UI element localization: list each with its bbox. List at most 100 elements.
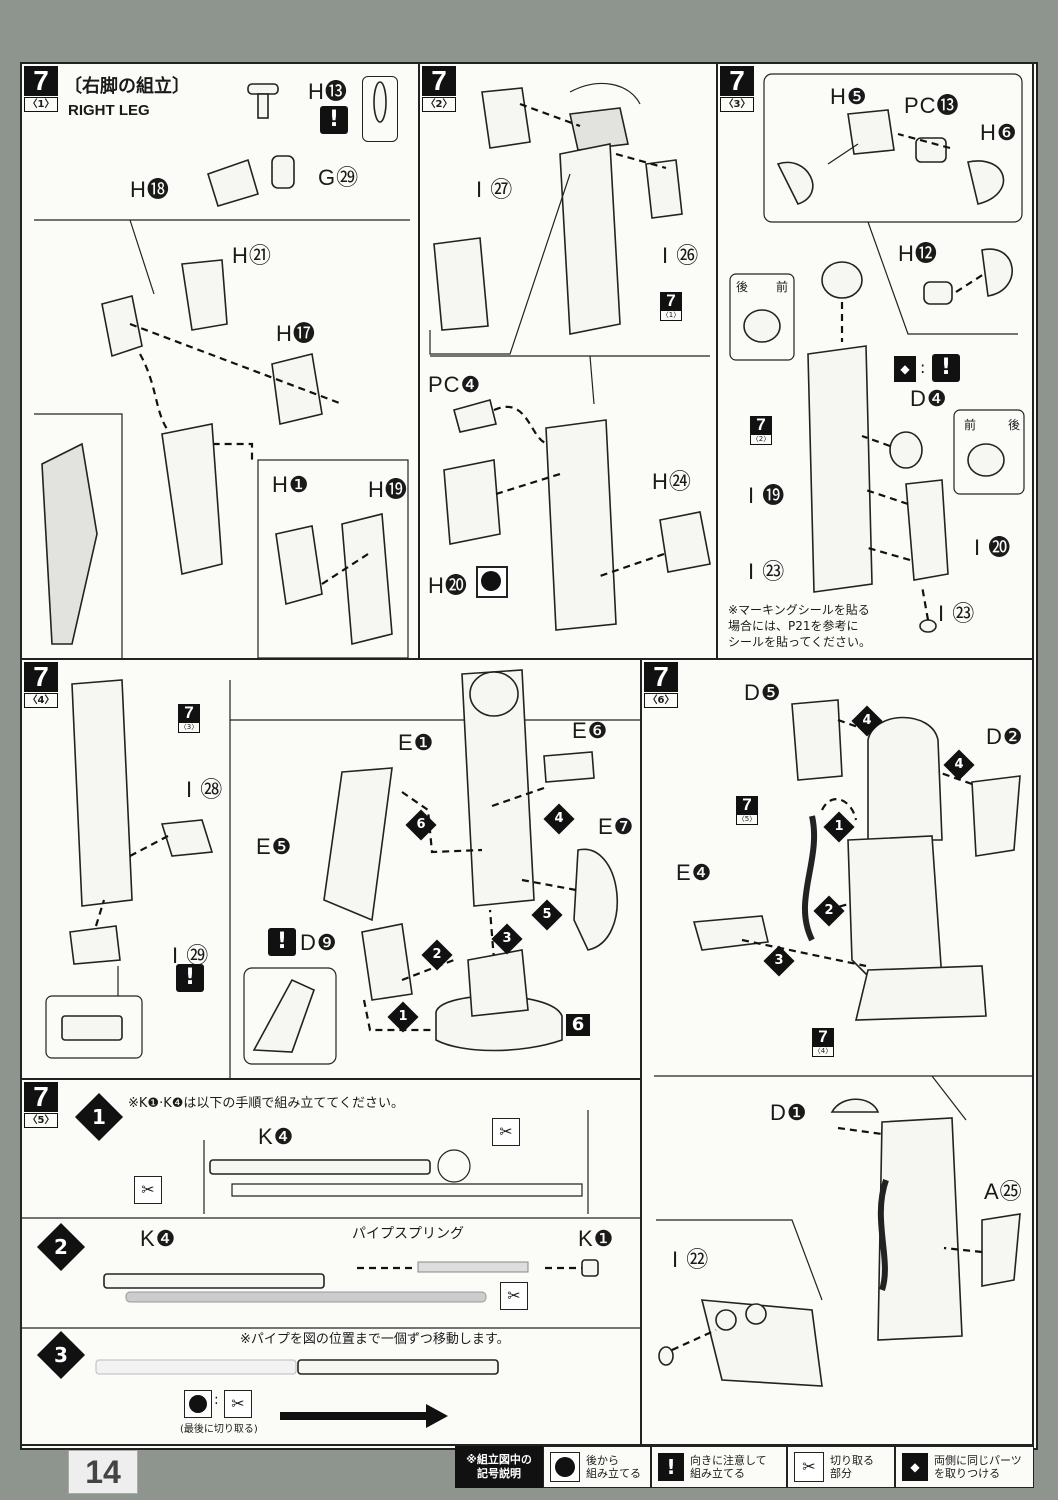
step-ref-7-2: 7〈2〉 (750, 415, 772, 445)
part-label-h12: H⓬ (898, 241, 938, 266)
part-label-e5: E❺ (256, 834, 293, 859)
back-label: 後 (1008, 418, 1021, 432)
part-label-i22: I ㉒ (672, 1247, 710, 1272)
part-label-g29: G㉙ (318, 165, 360, 190)
cut-icon: ✂ (134, 1176, 162, 1204)
part-label-a25: A㉕ (984, 1179, 1023, 1204)
order-badge-5: 5 (531, 899, 563, 931)
part-label-h24: H㉔ (652, 469, 692, 494)
part-label-pc4: PC❹ (428, 372, 482, 397)
back-assembly-icon (476, 566, 508, 598)
order-badge-4: 4 (943, 749, 975, 781)
part-label-d1: D❶ (770, 1100, 808, 1125)
step-7-5-panel: 7〈5〉 1 ※K❶·K❹は以下の手順で組み立ててください。 K❹ ✂ ✂ 2 … (20, 1078, 642, 1446)
order-badge-3: 3 (763, 945, 795, 977)
order-badge-6: 6 (405, 809, 437, 841)
part-label-e7: E❼ (598, 814, 635, 839)
both-sides-colon: : (920, 358, 926, 377)
part-label-h18: H⓲ (130, 177, 170, 202)
leg-foot-diagram (729, 73, 1025, 633)
leg-armor-diagram (429, 82, 711, 631)
step-7-1-panel: 7〈1〉 〔右脚の組立〕 RIGHT LEG ! H⓭ G㉙ H⓲ H㉑ H⓱ … (20, 62, 420, 660)
part-label-e6: E❻ (572, 718, 609, 743)
part-label-i20: I ⓴ (974, 535, 1012, 560)
colon-separator: : (214, 1392, 219, 1408)
both-sides-icon: ◆ (902, 1453, 928, 1481)
legend-item-cut: ✂ 切り取る部分 (787, 1446, 895, 1488)
part-label-h17: H⓱ (276, 321, 316, 346)
part-label-h20: H⓴ (428, 573, 468, 598)
order-badge-2: 2 (421, 939, 453, 971)
back-assembly-icon (550, 1452, 580, 1482)
step-7-3-panel: 7〈3〉 H❺ PC⓭ H❻ H⓬ 後 前 ◆ : ! D❹ 前 後 (716, 62, 1034, 660)
legend-item-both-sides: ◆ 両側に同じパーツを取りつける (895, 1446, 1034, 1488)
part-label-i27: I ㉗ (476, 177, 514, 202)
cut-icon: ✂ (500, 1282, 528, 1310)
pipe-assembly-note: ※K❶·K❹は以下の手順で組み立ててください。 (128, 1096, 404, 1111)
step-badge: 7〈6〉 (644, 662, 678, 708)
part-label-i26: I ㉖ (662, 243, 700, 268)
part-label-k4: K❹ (140, 1226, 177, 1251)
cut-icon: ✂ (492, 1118, 520, 1146)
part-label-e4: E❹ (676, 860, 713, 885)
substep-badge-2: 2 (36, 1222, 86, 1272)
legend-title: ※組立図中の記号説明 (455, 1446, 543, 1488)
step-ref-7-1: 7〈1〉 (660, 291, 682, 321)
part-detail-box (362, 76, 398, 142)
lower-leg-assembly-diagram (45, 669, 640, 1078)
both-sides-icon: ◆ (894, 356, 916, 382)
order-badge-4: 4 (543, 803, 575, 835)
step-badge: 7〈4〉 (24, 662, 58, 708)
part-label-i23: I ㉓ (938, 601, 976, 626)
step-title-jp: 〔右脚の組立〕 (64, 76, 190, 97)
legend-item-caution: ! 向きに注意して組み立てる (651, 1446, 787, 1488)
pipe-move-note: ※パイプを図の位置まで一個ずつ移動します。 (240, 1332, 510, 1347)
caution-icon: ! (320, 106, 348, 134)
step-badge: 7〈1〉 (24, 66, 58, 112)
part-label-i29: I ㉙ (172, 943, 210, 968)
back-label: 後 (736, 280, 749, 294)
substep-badge-3: 3 (36, 1330, 86, 1380)
order-badge-3: 3 (491, 923, 523, 955)
step-badge: 7〈3〉 (720, 66, 754, 112)
step-title-en: RIGHT LEG (68, 102, 150, 119)
part-label-i19: I ⓳ (748, 483, 786, 508)
caution-icon: ! (658, 1453, 684, 1481)
step-7-2-panel: 7〈2〉 I ㉗ I ㉖ 7〈1〉 PC❹ H㉔ H⓴ (418, 62, 718, 660)
front-label: 前 (964, 418, 977, 432)
part-label-i23: I ㉓ (748, 559, 786, 584)
full-leg-diagram (654, 699, 1032, 1387)
part-label-i28: I ㉘ (186, 777, 224, 802)
page-number: 14 (68, 1450, 138, 1494)
front-label: 前 (776, 280, 789, 294)
step-ref-7-3: 7〈3〉 (178, 703, 200, 733)
step-ref-7-5: 7〈5〉 (736, 795, 758, 825)
step-7-4-panel: 7〈4〉 7〈3〉 I ㉘ I ㉙ ! E❶ E❻ E❼ E❺ ! (20, 658, 642, 1080)
cut-last-note: (最後に切り取る) (180, 1424, 258, 1435)
step-ref-7-4: 7〈4〉 (812, 1027, 834, 1057)
caution-icon: ! (176, 964, 204, 992)
pipe-assembly-diagram (22, 1110, 640, 1428)
part-label-d9: D❾ (300, 930, 338, 955)
order-badge-4: 4 (851, 705, 883, 737)
part-label-d4: D❹ (910, 386, 948, 411)
part-label-h5: H❺ (830, 84, 868, 109)
part-label-pc13: PC⓭ (904, 93, 960, 118)
cut-icon: ✂ (794, 1452, 824, 1482)
part-label-d5: D❺ (744, 680, 782, 705)
cut-icon: ✂ (224, 1390, 252, 1418)
part-label-k1: K❶ (578, 1226, 615, 1251)
step-badge: 7〈5〉 (24, 1082, 58, 1128)
part-number-box: 6 (566, 1014, 590, 1036)
order-badge-1: 1 (387, 1001, 419, 1033)
part-label-h13: H⓭ (308, 79, 348, 104)
right-leg-diagram (34, 81, 410, 658)
caution-icon: ! (268, 928, 296, 956)
part-label-h6: H❻ (980, 120, 1018, 145)
step-badge: 7〈2〉 (422, 66, 456, 112)
part-label-h21: H㉑ (232, 243, 272, 268)
marking-sticker-note: ※マーキングシールを貼る場合には、P21を参考にシールを貼ってください。 (728, 603, 872, 649)
part-label-k4: K❹ (258, 1124, 295, 1149)
part-label-h1: H❶ (272, 472, 310, 497)
pipe-spring-label: パイプスプリング (352, 1226, 464, 1242)
